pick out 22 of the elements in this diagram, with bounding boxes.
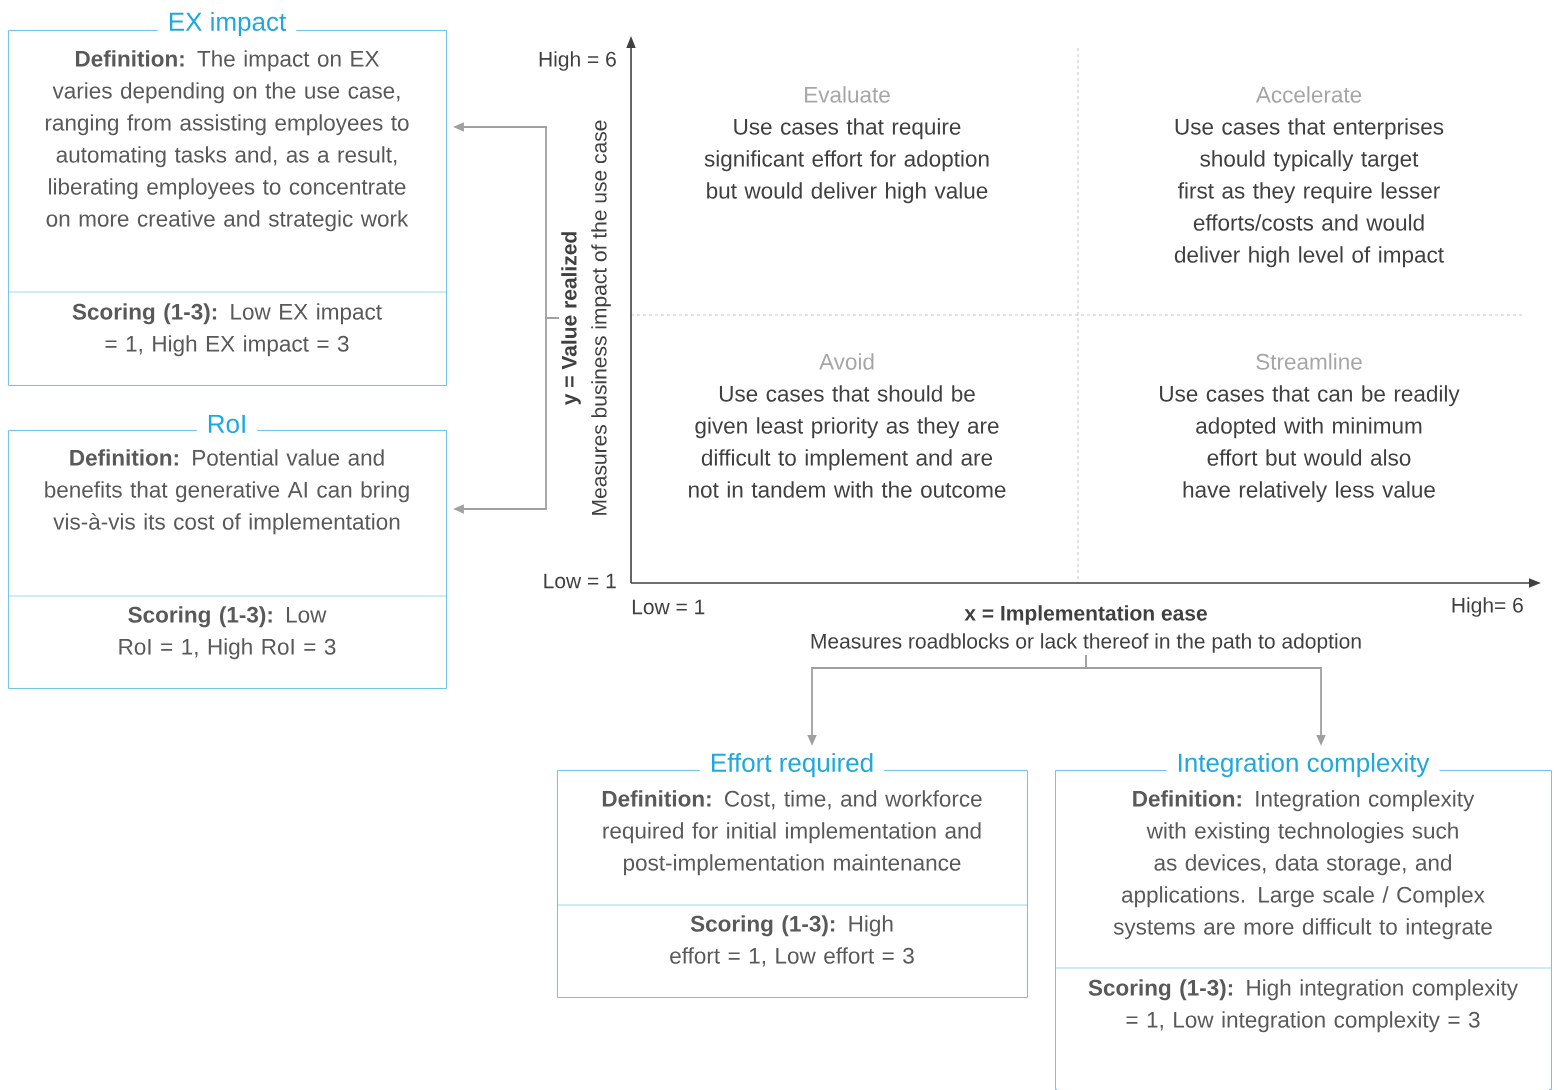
definition-text: Definition: The impact on EX varies depending on the use case, ranging from assisting employees to automating tasks and, as a result, liberating employees to concentrate on more creative and strategic work [45,50,409,232]
box-title: Integration complexity [1166,750,1440,780]
scoring-text: Scoring (1-3): Low RoI = 1, High RoI = 3 [119,606,336,660]
tick-label: High = 6 [539,51,616,71]
definition-text: Definition: Integration complexity with existing technologies such as devices, data storage, and applications. Large scale / Complex systems are more difficult to integrate [1113,790,1492,940]
definition-text: Definition: Potential value and benefits that generative AI can bring vis-à-vis its cost of implementation [45,449,409,535]
box-title: EX impact [157,9,297,39]
definition-text: Definition: Cost, time, and workforce required for initial implementation and post-implementation maintenance [602,790,982,876]
quadrant-text: Evaluate Use cases that require significant effort for adoption but would deliver high value [704,86,989,204]
axis-title: y = Value realized Measures business impact of the use case [561,120,611,515]
quadrant-text: Avoid Use cases that should be given least priority as they are difficult to implement and are not in tandem with the outcome [689,353,1006,498]
scoring-text: Scoring (1-3): Low EX impact = 1, High EX impact = 3 [72,303,382,357]
axis-title: x = Implementation ease Measures roadblocks or lack thereof in the path to adoption [811,605,1361,653]
tick-label: Low = 1 [544,573,616,589]
tick-label: Low = 1 [632,599,705,615]
tick-label: High= 6 [1452,597,1523,617]
box-title: RoI [196,412,258,436]
quadrant-text: Accelerate Use cases that enterprises should typically target first as they require lesser efforts/costs and would deliver high level of impact [1174,86,1444,268]
box-title: Effort required [699,750,885,780]
scoring-text: Scoring (1-3): High integration complexity = 1, Low integration complexity = 3 [1088,979,1518,1033]
scoring-text: Scoring (1-3): High effort = 1, Low effort = 3 [670,915,914,967]
quadrant-text: Streamline Use cases that can be readily adopted with minimum effort but would also have relatively less value [1160,353,1460,503]
